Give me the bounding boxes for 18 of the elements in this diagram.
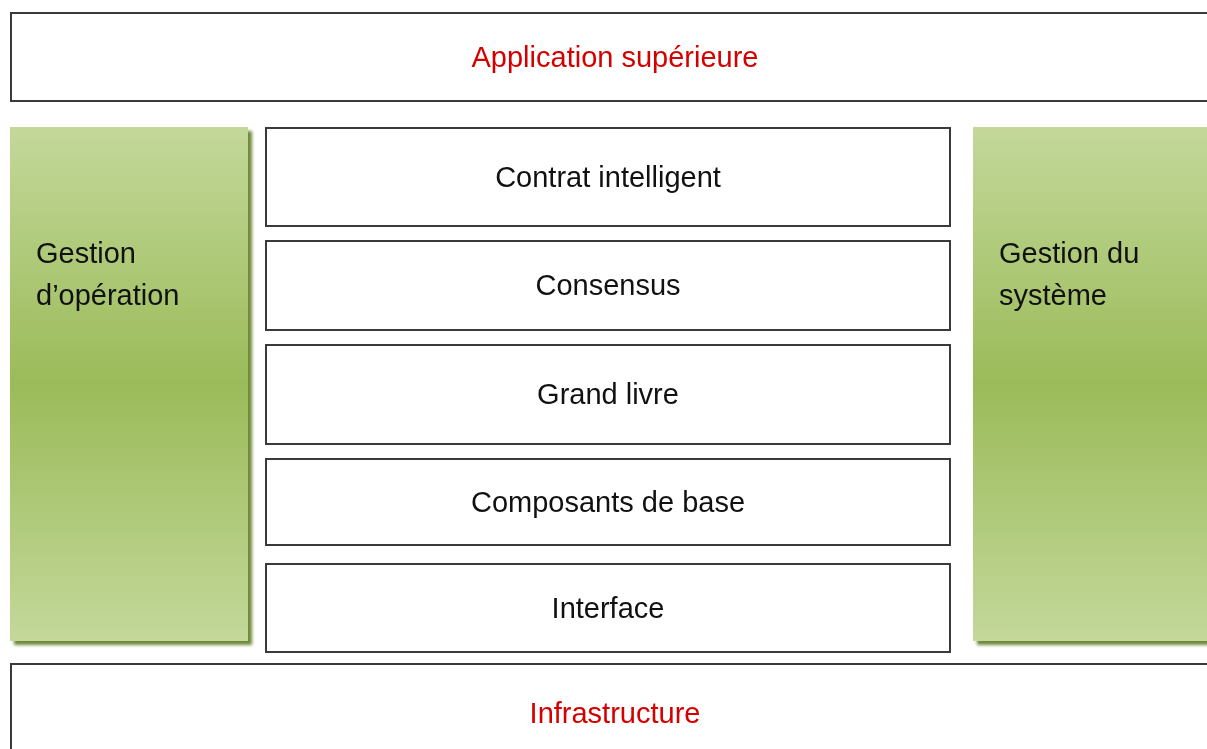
side-panel: [973, 127, 1207, 641]
layer-label: Infrastructure: [529, 696, 701, 730]
layer-label: Composants de base: [470, 485, 746, 519]
layer-label: Grand livre: [537, 378, 679, 411]
infrastructure-box: [10, 663, 1207, 749]
layer-box: [265, 458, 951, 546]
layer-box: [265, 344, 951, 445]
layer-label: Consensus: [535, 269, 681, 302]
layer-label: Gestion du système: [999, 236, 1141, 313]
app-layer-box: [10, 12, 1207, 102]
layer-label: Gestion d’opération: [36, 236, 181, 313]
layer-box: [265, 240, 951, 331]
layer-label: Contrat intelligent: [495, 160, 721, 194]
layer-box: [265, 563, 951, 653]
layer-label: Interface: [551, 591, 665, 625]
layer-label: Application supérieure: [471, 40, 759, 74]
side-panel: [10, 127, 248, 641]
layer-box: [265, 127, 951, 227]
